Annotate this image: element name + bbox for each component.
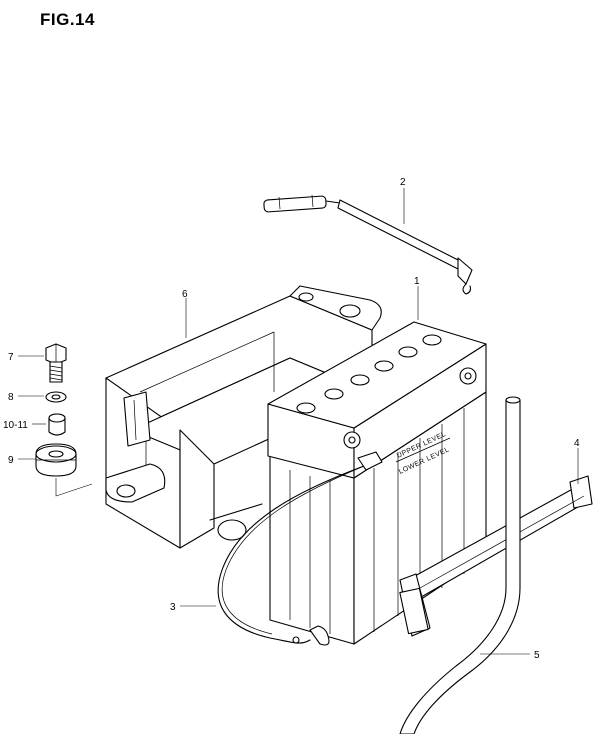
part-9-grommet xyxy=(35,443,77,477)
part-8-washer xyxy=(45,391,67,403)
callout-4: 4 xyxy=(574,438,580,449)
callout-1: 1 xyxy=(414,276,420,287)
callout-8: 8 xyxy=(8,392,14,403)
battery-vent-caps xyxy=(296,334,442,414)
part-10-11-collar xyxy=(48,413,66,436)
callout-3: 3 xyxy=(170,602,176,613)
callout-6: 6 xyxy=(182,289,188,300)
part-7-bolt xyxy=(45,343,67,383)
callout-9: 9 xyxy=(8,455,14,466)
callout-5: 5 xyxy=(534,650,540,661)
callout-labels: 2 1 6 7 8 10-11 9 3 4 5 xyxy=(3,177,580,661)
part-2-breather-cable xyxy=(263,194,473,295)
figure-title: FIG.14 xyxy=(40,10,95,29)
callout-10-11: 10-11 xyxy=(3,420,28,431)
leader-lines xyxy=(18,188,579,655)
part-3-ground-cable xyxy=(217,451,383,646)
callout-7: 7 xyxy=(8,352,14,363)
part-1-battery: UPPER LEVEL LOWER LEVEL xyxy=(267,321,487,645)
callout-2: 2 xyxy=(400,177,406,188)
